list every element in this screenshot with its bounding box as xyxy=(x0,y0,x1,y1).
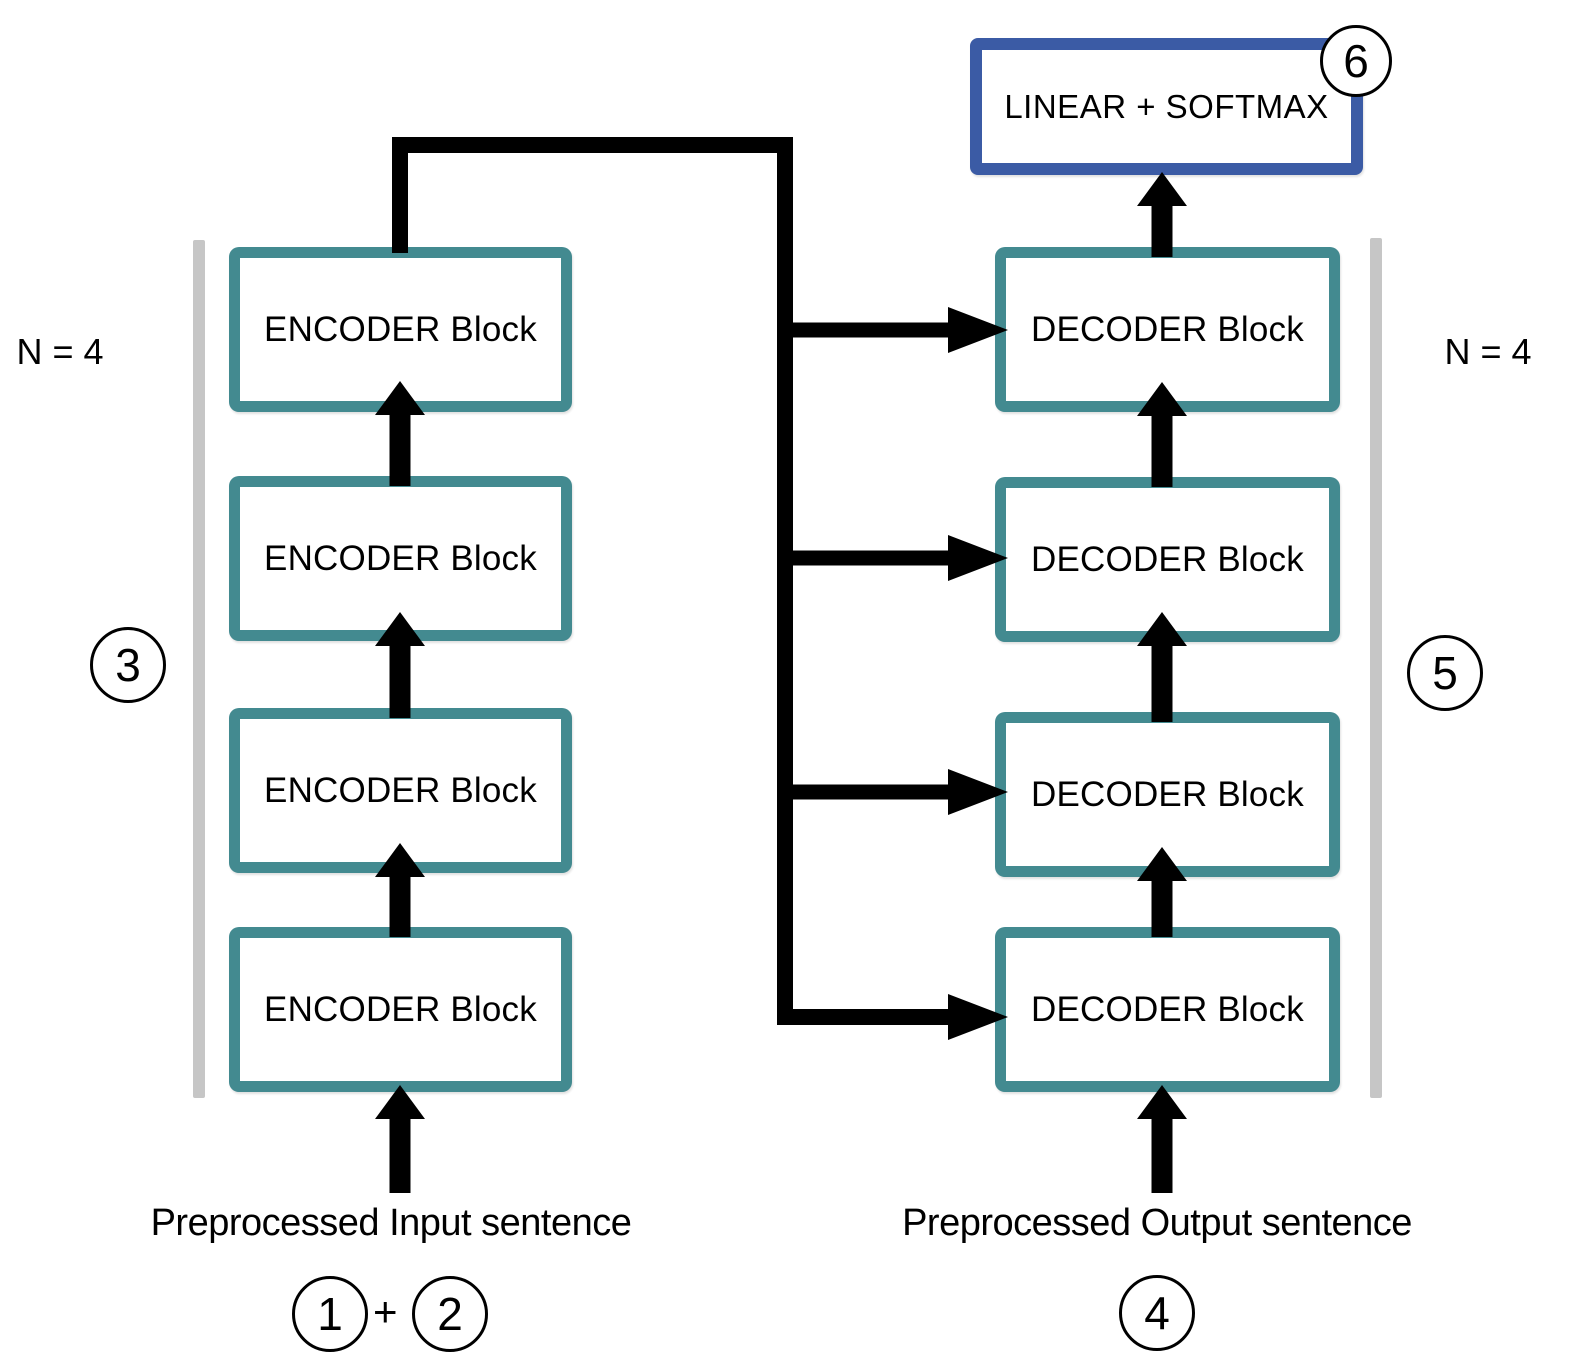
decoder-block-2: DECODER Block xyxy=(995,477,1340,642)
output-sentence-caption: Preprocessed Output sentence xyxy=(902,1202,1412,1244)
decoder-stack-bracket xyxy=(1370,238,1382,1098)
linear-softmax-label: LINEAR + SOFTMAX xyxy=(1004,87,1329,125)
step-badge-5-number: 5 xyxy=(1432,647,1458,699)
step-badge-2-number: 2 xyxy=(437,1288,463,1340)
step-badge-1-number: 1 xyxy=(317,1288,343,1340)
step-badge-4-number: 4 xyxy=(1144,1287,1170,1339)
step-badge-6: 6 xyxy=(1320,25,1392,97)
decoder-block-3-label: DECODER Block xyxy=(1031,774,1304,814)
encoder-block-3: ENCODER Block xyxy=(229,708,572,873)
step-badge-6-number: 6 xyxy=(1343,35,1369,87)
input-sentence-caption: Preprocessed Input sentence xyxy=(150,1202,632,1244)
decoder-block-1-label: DECODER Block xyxy=(1031,309,1304,349)
decoder-to-softmax-head xyxy=(1137,172,1187,206)
step-badge-1: 1 xyxy=(292,1276,368,1352)
encoder-block-3-label: ENCODER Block xyxy=(264,770,537,810)
decoder-block-2-label: DECODER Block xyxy=(1031,539,1304,579)
linear-softmax-box: LINEAR + SOFTMAX xyxy=(970,38,1363,175)
decoder-block-4-label: DECODER Block xyxy=(1031,989,1304,1029)
encoder-block-1-label: ENCODER Block xyxy=(264,309,537,349)
decoder-block-1: DECODER Block xyxy=(995,247,1340,412)
step-badge-3: 3 xyxy=(90,627,166,703)
step-badge-3-number: 3 xyxy=(115,639,141,691)
encoder-block-2: ENCODER Block xyxy=(229,476,572,641)
decoder-n-label: N = 4 xyxy=(1444,331,1532,372)
encoder-block-4: ENCODER Block xyxy=(229,927,572,1092)
encoder-stack-bracket xyxy=(193,240,205,1098)
step-badge-5: 5 xyxy=(1407,635,1483,711)
encoder-block-1: ENCODER Block xyxy=(229,247,572,412)
encoder-n-label: N = 4 xyxy=(16,331,104,372)
decoder-block-3: DECODER Block xyxy=(995,712,1340,877)
step-badge-4: 4 xyxy=(1119,1275,1195,1351)
plus-sign: + xyxy=(373,1288,398,1335)
encoder-block-2-label: ENCODER Block xyxy=(264,538,537,578)
decoder-block-4: DECODER Block xyxy=(995,927,1340,1092)
encoder-block-4-label: ENCODER Block xyxy=(264,989,537,1029)
step-badge-2: 2 xyxy=(412,1276,488,1352)
